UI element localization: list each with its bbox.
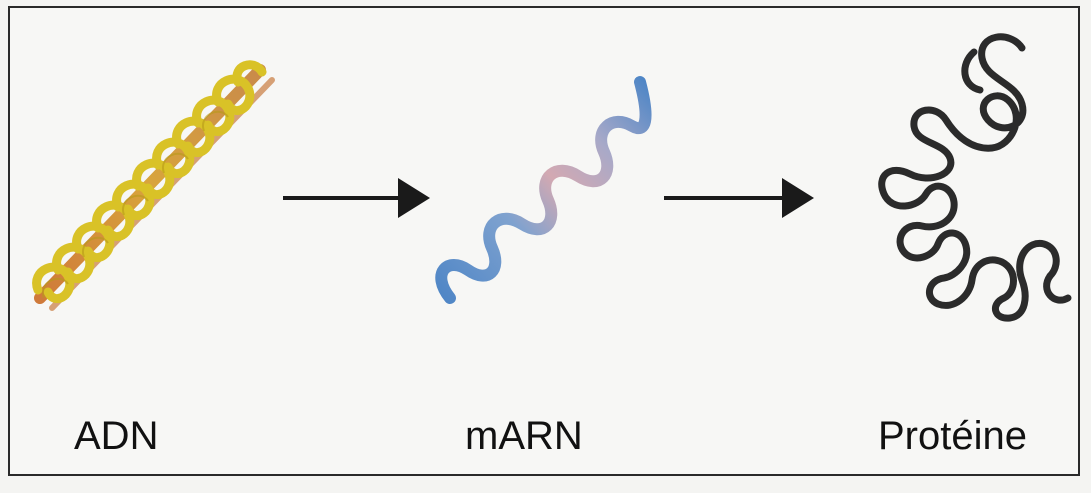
protein-chain	[878, 33, 1072, 322]
mrna-strand	[435, 76, 652, 304]
dna-helix	[32, 60, 275, 311]
mrna-label: mARN	[465, 414, 583, 458]
dna-label: ADN	[74, 414, 159, 458]
central-dogma-diagram	[32, 33, 1072, 322]
figure-frame: ADN mARN Protéine	[8, 6, 1080, 476]
dna-helix-loops	[32, 60, 267, 303]
protein-label: Protéine	[878, 414, 1027, 458]
